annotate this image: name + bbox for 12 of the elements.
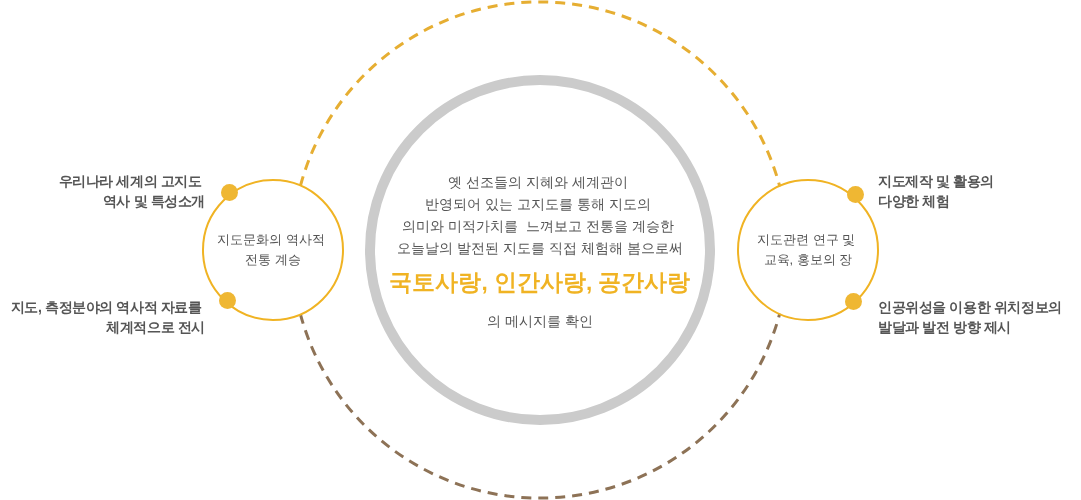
dashed-arc-connector: [298, 313, 782, 500]
description-text: 옛 선조들의 지혜와 세계관이 반영되어 있는 고지도를 통해 지도의 의미와 미적가치를 느껴보고 전통을 계승한 오늘날의 발전된 지도를 직접 체험해 봄으로써: [397, 172, 683, 258]
side-note-text: 지도, 측정분야의 역사적 자료를 체계적으로 전시: [10, 297, 205, 337]
message-text: 의 메시지를 확인: [487, 312, 593, 331]
circle-text: 지도관련 연구 및 교육, 홍보의 장: [757, 231, 857, 269]
side-note-text: 우리나라 세계의 고지도 역사 및 특성소개: [58, 171, 205, 211]
slogan-text: 국토사랑, 인간사랑, 공간사랑: [389, 269, 691, 297]
side-note-text: 인공위성을 이용한 위치정보의 발달과 발전 방향 제시: [878, 297, 1063, 337]
side-note-text: 지도제작 및 활용의 다양한 체험: [878, 171, 995, 211]
center-ring-circle: [365, 75, 715, 425]
dashed-arc-connector: [298, 0, 782, 187]
circle-text: 지도문화의 역사적 전통 계승: [217, 231, 326, 269]
